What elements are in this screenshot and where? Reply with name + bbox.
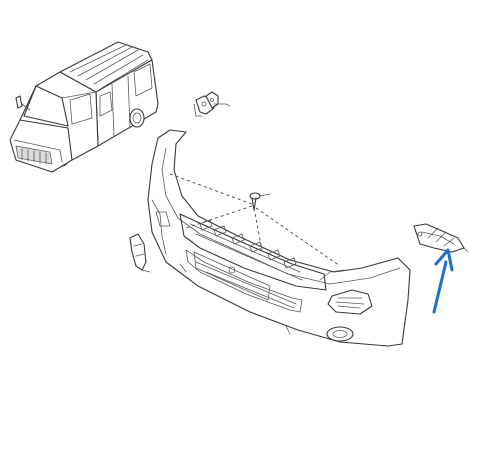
- upper-bracket-part: [193, 91, 231, 117]
- leader-lines: [169, 173, 341, 267]
- front-bumper-part: [147, 129, 411, 347]
- van-illustration: [9, 41, 159, 173]
- arrow-up-icon: [432, 248, 454, 314]
- side-bracket-right-part: [413, 223, 469, 253]
- center-clip-part: [249, 192, 271, 211]
- side-bracket-left-part: [129, 233, 151, 273]
